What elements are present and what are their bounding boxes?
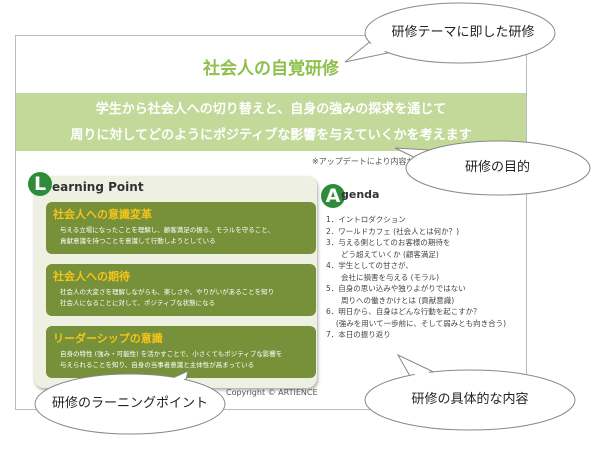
card-text: 社会人の大変さを理解しながらも、楽しさや、やりがいがあることを知り: [60, 288, 275, 296]
agenda-item: どう超えていくか (顧客満足): [326, 249, 439, 259]
callout-purpose: 研修の目的: [464, 160, 530, 175]
agenda-list: 1．イントロダクション 2．ワールドカフェ (社会人とは何か？) 3．与える側として…: [326, 214, 526, 341]
learning-point-panel: L earning Point 社会人への意識変革 与える立場になったことを理解…: [28, 172, 317, 388]
callout-content: 研修の具体的な内容: [411, 392, 529, 407]
copyright: Copyright © ARTIENCE: [226, 388, 318, 397]
card-text: 自身の特性 (強み・可能性) を活かすことで、小さくてもポジティブな影響を: [60, 350, 283, 358]
agenda-item: (強みを用いて一歩前に、そして弱みとも向き合う): [326, 318, 507, 328]
card-text: 与えられることを知り、自身の当事者意識と主体性が高まっている: [60, 361, 255, 369]
card-text: 貢献意識を持つことを意識して行動しようとしている: [60, 237, 216, 245]
agenda-item: 会社に損害を与える (モラル): [326, 272, 440, 282]
learning-badge: L: [28, 172, 52, 196]
update-note: ※アップデートにより内容が: [312, 157, 415, 166]
agenda-item: 6．明日から、自身はどんな行動を起こすか？: [326, 307, 481, 316]
card-text: 社会人になることに対して、ポジティブな状態になる: [60, 299, 216, 307]
subtitle-band: 学生から社会人への切り替えと、自身の強みの探求を通じて 周りに対してどのようにポ…: [16, 93, 526, 151]
agenda-badge: A: [321, 184, 345, 208]
card-heading: リーダーシップの意識: [53, 332, 163, 345]
agenda-item: 1．イントロダクション: [326, 215, 406, 224]
slide: 社会人の自覚研修 学生から社会人への切り替えと、自身の強みの探求を通じて 周りに…: [15, 35, 527, 410]
callout-theme: 研修テーマに即した研修: [391, 25, 535, 40]
subtitle-line: 周りに対してどのようにポジティブな影響を与えていくかを考えます: [70, 128, 472, 143]
card-heading: 社会人への期待: [53, 270, 130, 283]
learning-card: リーダーシップの意識 自身の特性 (強み・可能性) を活かすことで、小さくてもポ…: [46, 326, 316, 378]
agenda-item: 5．自身の思い込みや独りよがりではない: [326, 284, 466, 293]
agenda-item: 4．学生としての甘さが、: [326, 261, 413, 270]
slide-title: 社会人の自覚研修: [203, 59, 339, 79]
agenda-item: 2．ワールドカフェ (社会人とは何か？): [326, 226, 460, 236]
learning-card: 社会人への意識変革 与える立場になったことを理解し、顧客満足の振る、モラルを守る…: [46, 202, 316, 254]
agenda-item: 周りへの働きかけとは (貢献意識): [326, 295, 455, 305]
learning-point-title: earning Point: [52, 180, 144, 194]
agenda-item: 7．本日の振り返り: [326, 330, 391, 339]
agenda-title: genda: [341, 188, 380, 201]
learning-card: 社会人への期待 社会人の大変さを理解しながらも、楽しさや、やりがいがあることを知…: [46, 264, 316, 316]
agenda-item: 3．与える側としてのお客様の期待を: [326, 238, 451, 247]
card-heading: 社会人への意識変革: [53, 208, 152, 221]
card-text: 与える立場になったことを理解し、顧客満足の振る、モラルを守ること、: [60, 226, 275, 234]
callout-learning: 研修のラーニングポイント: [51, 396, 208, 411]
subtitle-line: 学生から社会人への切り替えと、自身の強みの探求を通じて: [95, 102, 447, 117]
